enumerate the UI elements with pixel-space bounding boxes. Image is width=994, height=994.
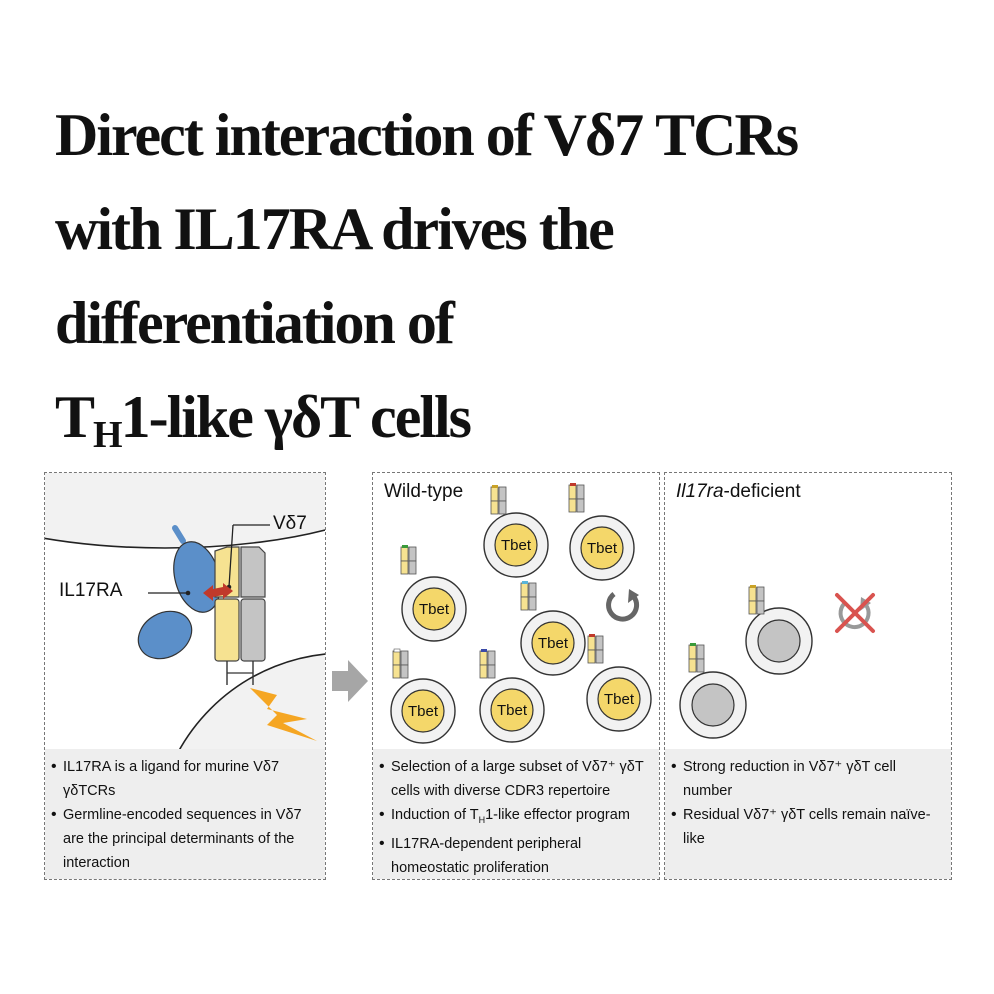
note-item: Induction of TH1-like effector program (379, 803, 651, 832)
note-item: IL17RA is a ligand for murine Vδ7 γδTCRs (51, 755, 317, 803)
tcr-glyph (587, 634, 604, 664)
interaction-illustration (45, 473, 325, 753)
tcr-glyph (688, 643, 705, 673)
title-line-3: differentiation of (55, 290, 455, 356)
page-title: Direct interaction of Vδ7 TCRs with IL17… (55, 88, 975, 464)
tcr-glyph (490, 485, 507, 515)
tcr-glyph (400, 545, 417, 575)
transition-arrow-icon (332, 660, 368, 702)
tcr-delta-c-domain (214, 598, 240, 662)
tbet-cell: Tbet (401, 576, 467, 642)
tcr-glyph (520, 581, 537, 611)
gene-name: Il17ra (676, 481, 724, 502)
receptor-stalk (172, 525, 186, 544)
note-item: IL17RA-dependent peripheral homeostatic … (379, 832, 651, 879)
deficient-notes: Strong reduction in Vδ7⁺ γδT cell number… (665, 749, 951, 879)
note-item: Germline-encoded sequences in Vδ7 are th… (51, 803, 317, 875)
tbet-cell: Tbet (479, 677, 545, 743)
svg-text:Tbet: Tbet (604, 691, 635, 708)
receptor-domain-lower (137, 610, 193, 660)
deficient-cells (679, 585, 875, 739)
svg-text:Tbet: Tbet (587, 540, 618, 557)
svg-text:Tbet: Tbet (408, 703, 439, 720)
signal-lightning (250, 688, 317, 741)
proliferation-cycle-icon (606, 589, 640, 622)
svg-text:Tbet: Tbet (419, 601, 450, 618)
note-text: Induction of T (391, 807, 479, 823)
tbet-cell: Tbet (569, 515, 635, 581)
tcr-glyph (568, 483, 585, 513)
panel-il17ra-deficient: Il17ra-deficient Strong reduction in Vδ7… (664, 472, 952, 880)
tbet-cell: Tbet (390, 678, 456, 744)
receptor-label: IL17RA (59, 580, 123, 601)
note-item: Residual Vδ7⁺ γδT cells remain naïve-lik… (671, 803, 943, 851)
note-item: Selection of a large subset of Vδ7⁺ γδT … (379, 755, 651, 803)
svg-text:Tbet: Tbet (497, 702, 528, 719)
tcr-label: Vδ7 (273, 513, 307, 534)
note-subscript: H (478, 814, 486, 825)
tcr-glyph (748, 585, 765, 615)
title-line-4: TH1-like γδT cells (55, 370, 975, 464)
tbet-cell: Tbet (520, 610, 586, 676)
receptor-contact-dot (185, 590, 191, 596)
upper-cell (45, 473, 325, 549)
title-line-2: with IL17RA drives the (55, 196, 615, 262)
title-subscript-h: H (93, 414, 123, 456)
note-item: Strong reduction in Vδ7⁺ γδT cell number (671, 755, 943, 803)
tbet-cell: Tbet (586, 666, 652, 732)
heading-rest: -deficient (723, 481, 801, 502)
naive-cell (745, 607, 813, 675)
tcr-glyph (392, 648, 409, 679)
panel-interaction: IL17RA Vδ7 IL17RA is a ligand for murine… (44, 472, 326, 880)
tcr-label-pointer (228, 524, 234, 588)
svg-text:Tbet: Tbet (501, 537, 532, 554)
note-text: 1-like effector program (485, 807, 630, 823)
wild-type-notes: Selection of a large subset of Vδ7⁺ γδT … (373, 749, 659, 879)
deficient-heading: Il17ra-deficient (676, 481, 801, 503)
wild-type-cells: Tbet Tbet Tbet Tbet Tbet Tbet Tbet (390, 483, 652, 744)
title-rest: 1-like γδT cells (120, 384, 472, 450)
panel-wild-type: Wild-type Tbet Tbet Tbet Tbet Tbet Tbet … (372, 472, 660, 880)
tcr-gamma-c-domain (240, 598, 266, 662)
tbet-cell: Tbet (483, 512, 549, 578)
blocked-proliferation-icon (835, 593, 875, 633)
tcr-gamma-v-domain (240, 546, 266, 598)
naive-cell (679, 671, 747, 739)
wild-type-heading: Wild-type (384, 481, 464, 502)
title-line-1: Direct interaction of Vδ7 TCRs (55, 102, 799, 168)
interaction-arrow (203, 583, 233, 601)
svg-text:Tbet: Tbet (538, 635, 569, 652)
lower-cell (176, 653, 325, 753)
tcr-glyph (479, 649, 496, 679)
title-t: T (55, 384, 95, 450)
interaction-notes: IL17RA is a ligand for murine Vδ7 γδTCRs… (45, 749, 325, 879)
